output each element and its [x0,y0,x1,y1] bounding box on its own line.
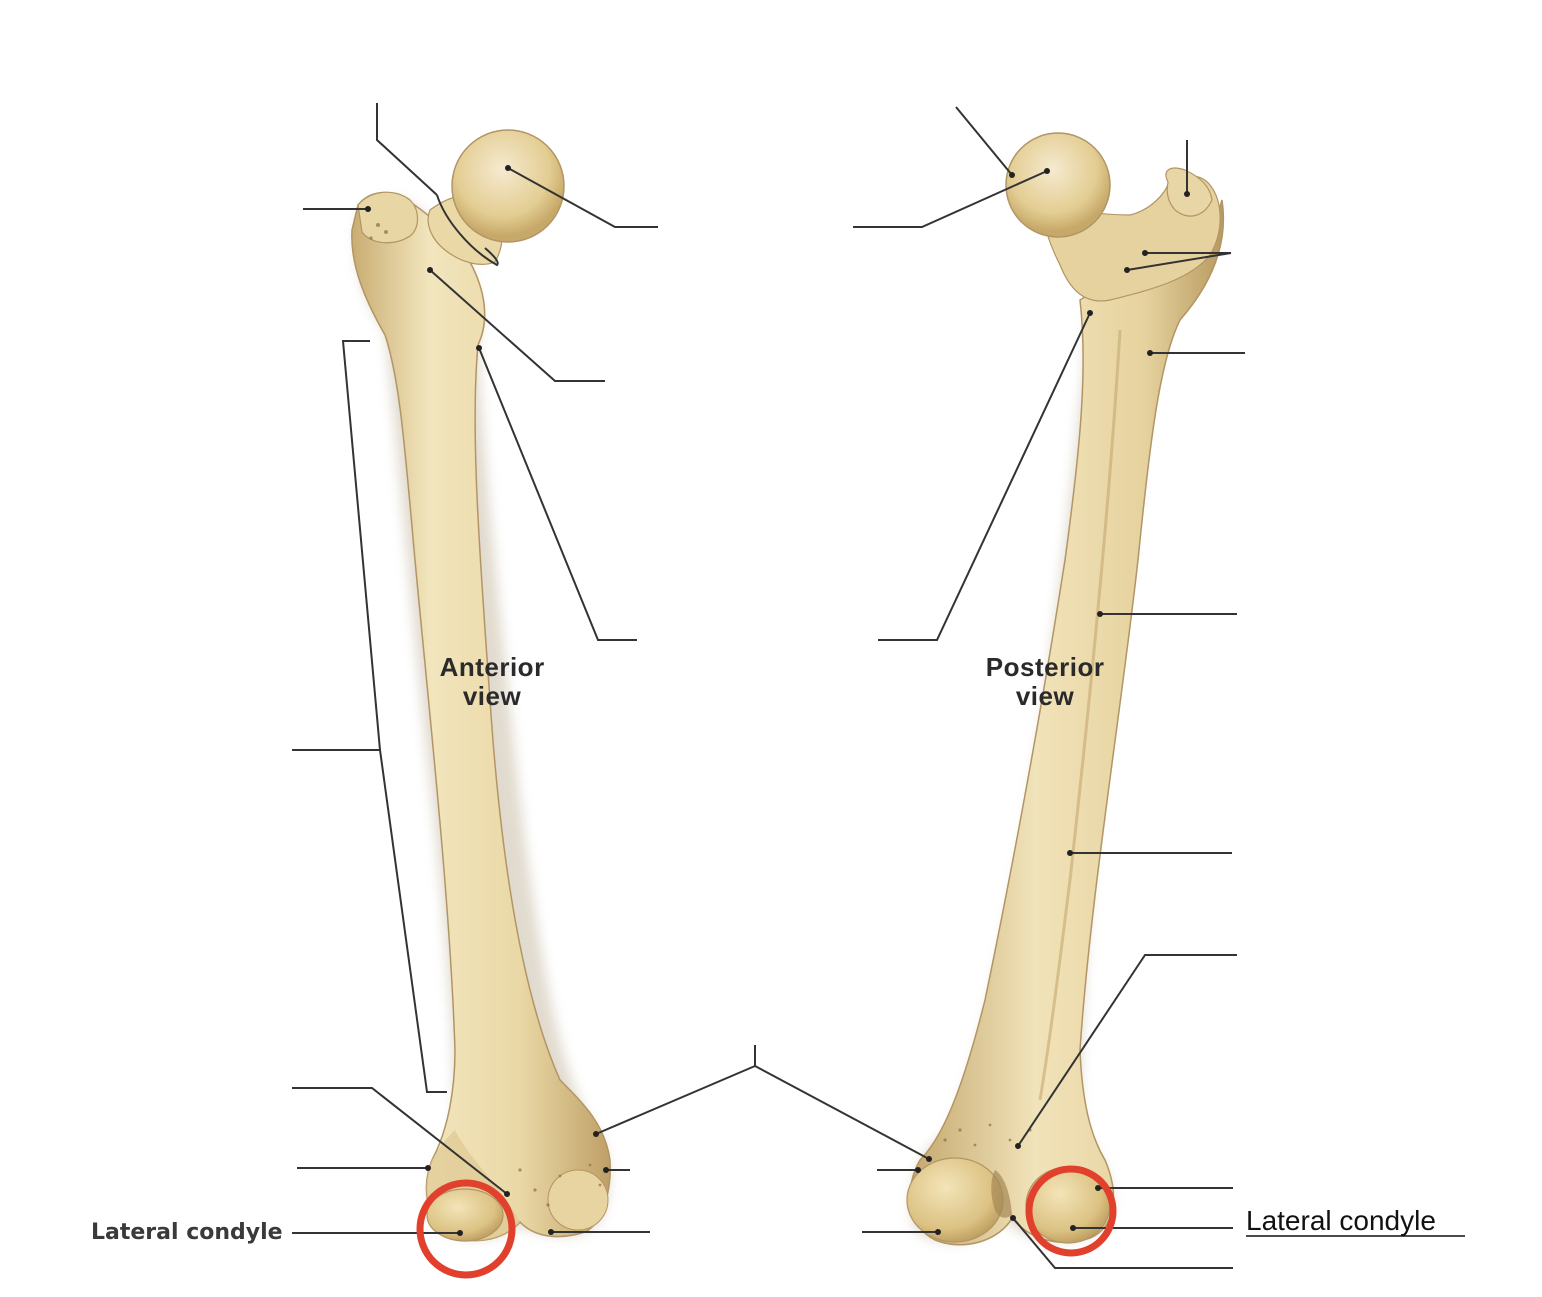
posterior-leader-lines [853,106,1245,1269]
posterior-medial-condyle [906,1157,1004,1243]
posterior-view-label: Posterior view [986,652,1112,711]
posterior-lateral-condyle-highlight [1025,1165,1117,1257]
anterior-leader-lines [292,103,932,1236]
posterior-femur [906,132,1225,1246]
anterior-view-label: Anterior view [440,652,553,711]
posterior-femur-shaft [909,199,1225,1246]
right-lateral-condyle-label: Lateral condyle [1246,1205,1436,1236]
left-lateral-condyle-label: Lateral condyle [91,1220,283,1245]
posterior-femoral-head [1005,132,1111,238]
anterior-femoral-head [451,129,565,243]
anterior-lateral-condyle [426,1188,504,1242]
anterior-femur-shaft [351,191,611,1242]
anterior-lateral-condyle-highlight [416,1179,516,1279]
